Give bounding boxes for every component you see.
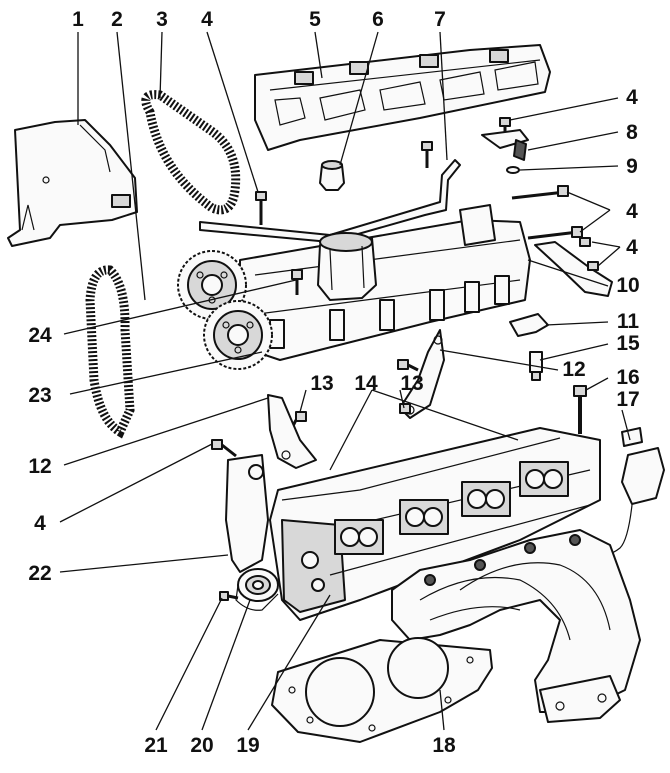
callout-17: 17: [616, 388, 639, 411]
cylinder-head-cover: [254, 44, 551, 151]
callout-10: 10: [616, 274, 639, 297]
callout-19: 19: [236, 734, 259, 757]
callout-15: 15: [616, 332, 640, 355]
bracket: [481, 129, 529, 161]
callout-23: 23: [28, 384, 51, 407]
callout-4-right-1: 4: [626, 86, 638, 109]
callout-13-right: 13: [400, 372, 423, 395]
callout-3: 3: [156, 8, 168, 31]
timing-belt-upper-cover: [7, 119, 138, 247]
oil-filler-neck: [317, 232, 377, 301]
callout-13-left: 13: [310, 372, 333, 395]
callout-14: 14: [354, 372, 378, 395]
lambda-probe-with-connector: [597, 427, 665, 555]
callout-9: 9: [626, 155, 638, 178]
long-bolt-a: [511, 185, 569, 200]
callout-4-right-3: 4: [626, 236, 638, 259]
tensioner-bolt: [219, 591, 239, 601]
bolt-wire-strip: [421, 141, 433, 168]
bolt-rear-cover: [211, 439, 237, 458]
callout-21: 21: [144, 734, 168, 757]
callout-18: 18: [432, 734, 456, 757]
callout-12-right: 12: [562, 358, 585, 381]
callout-11: 11: [617, 310, 640, 333]
long-bolt-b: [527, 226, 583, 240]
bolt-lifting-eye-b: [399, 403, 411, 414]
callout-12-left: 12: [28, 455, 51, 478]
sprocket-bolt: [291, 269, 303, 295]
timing-belt-rear-cover: [225, 454, 269, 573]
lifting-eye-lower: [267, 394, 317, 469]
small-bracket-right: [534, 237, 613, 297]
oil-filler-cap: [319, 160, 345, 191]
cylinder-4-valves: [519, 461, 569, 497]
tensioner-roller: [235, 568, 279, 611]
bolt-lifting-eye-a: [397, 359, 419, 372]
head-bolt: [573, 385, 587, 434]
clamp: [509, 313, 549, 337]
camshaft-housing: [239, 204, 531, 361]
callout-22: 22: [28, 562, 51, 585]
callout-2: 2: [111, 8, 123, 31]
toothed-belt-lower: [85, 265, 135, 439]
callout-1: 1: [72, 8, 84, 31]
callout-24: 24: [28, 324, 52, 347]
callout-20: 20: [190, 734, 213, 757]
callout-8: 8: [626, 121, 638, 144]
callout-4-left: 4: [34, 512, 46, 535]
seal-ring: [506, 166, 520, 174]
cylinder-2-valves: [399, 499, 449, 535]
cylinder-head: [269, 427, 601, 621]
callout-5: 5: [309, 8, 321, 31]
exhaust-manifold: [391, 529, 641, 723]
cylinder-3-valves: [461, 481, 511, 517]
callout-4-top: 4: [201, 8, 213, 31]
callout-6: 6: [372, 8, 384, 31]
cylinder-1-valves: [334, 519, 384, 555]
callout-7: 7: [434, 8, 446, 31]
toothed-belt-upper: [141, 90, 241, 215]
cylinder-head-gasket: [271, 637, 493, 743]
callout-16: 16: [616, 366, 639, 389]
leader-lines: [59, 31, 631, 731]
callout-labels: 1 2 3 4 5 6 7 4 8 9 4 4 10 11 15 12 16 1…: [28, 8, 640, 757]
bolt-camshaft-housing: [255, 191, 267, 225]
camshaft-sprocket-exhaust: [203, 300, 273, 370]
callout-4-right-2: 4: [626, 200, 638, 223]
